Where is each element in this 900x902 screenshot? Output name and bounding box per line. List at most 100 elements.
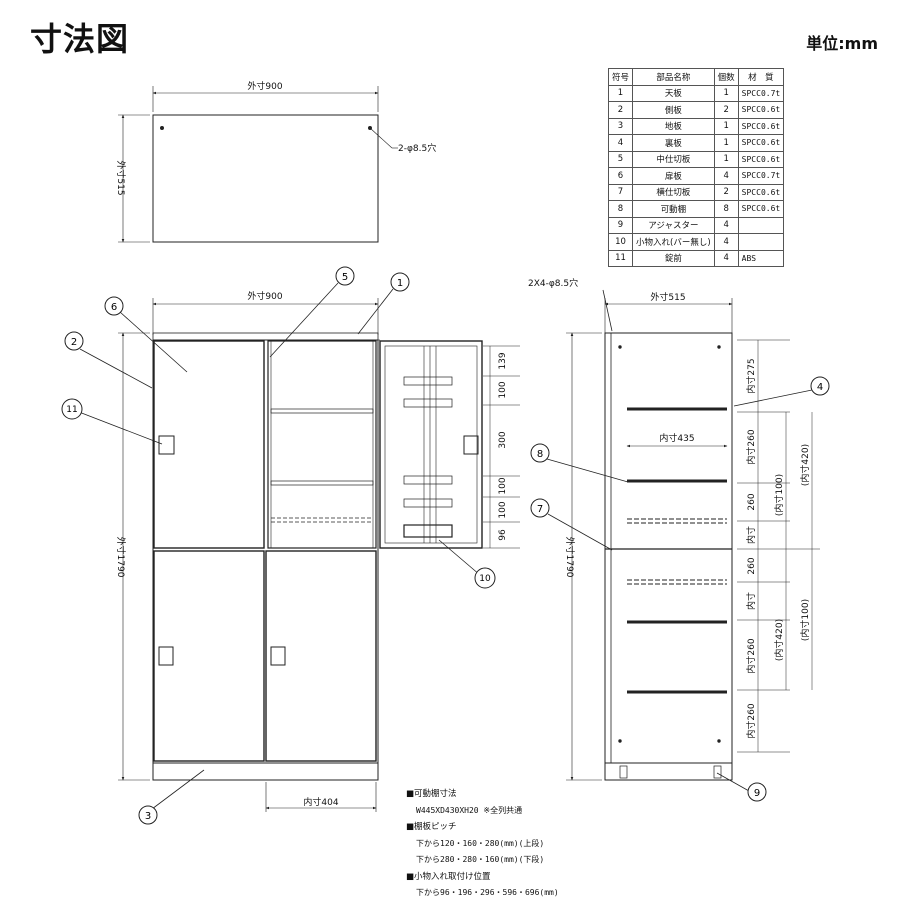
front-view bbox=[118, 298, 520, 812]
cell-name: 小物入れ(バー無し) bbox=[632, 233, 715, 251]
note-heading: ■可動棚寸法 bbox=[406, 789, 457, 799]
callout-8-label: 8 bbox=[537, 449, 543, 460]
side-dim-7: 内寸260 bbox=[745, 638, 757, 673]
callout-11-label: 11 bbox=[66, 405, 77, 415]
cell-qty: 1 bbox=[713, 84, 739, 102]
cell-no: 9 bbox=[607, 216, 634, 234]
callout-4: 4 bbox=[810, 376, 830, 396]
callout-leaders bbox=[78, 282, 813, 810]
cell-name: 横仕切板 bbox=[632, 183, 715, 201]
cell-no: 5 bbox=[607, 150, 634, 168]
note-body: 下から120・160・280(mm)(上段) bbox=[416, 838, 545, 848]
front-height-label: 外寸1790 bbox=[115, 537, 127, 578]
callout-markers: 1 2 3 4 5 6 7 8 9 10 11 bbox=[61, 266, 830, 825]
cell-qty: 1 bbox=[713, 117, 739, 135]
side-dim-6: 内寸 bbox=[745, 592, 757, 610]
cell-material: SPCC0.7t bbox=[737, 84, 785, 102]
cell-no: 4 bbox=[607, 134, 634, 152]
callout-10: 10 bbox=[474, 567, 496, 589]
cell-qty: 8 bbox=[713, 200, 739, 218]
cell-material bbox=[737, 233, 785, 251]
side-dim-4: 内寸 bbox=[745, 526, 757, 544]
door-dim-6: 96 bbox=[498, 529, 508, 541]
cell-no: 1 bbox=[607, 84, 634, 102]
header-material: 材 質 bbox=[737, 68, 785, 86]
note-heading: ■小物入れ取付け位置 bbox=[406, 871, 491, 882]
cell-name: 錠前 bbox=[632, 249, 715, 267]
front-width-label: 外寸900 bbox=[247, 290, 282, 302]
cell-material: SPCC0.6t bbox=[737, 200, 785, 218]
cell-name: 地板 bbox=[632, 117, 715, 135]
cell-name: 側板 bbox=[632, 101, 715, 119]
cell-no: 10 bbox=[607, 233, 634, 251]
cell-name: 可動棚 bbox=[632, 200, 715, 218]
cell-qty: 4 bbox=[713, 216, 739, 234]
cell-name: 扉板 bbox=[632, 167, 715, 185]
callout-8: 8 bbox=[530, 443, 550, 463]
top-hole-label: 2-φ8.5穴 bbox=[398, 142, 436, 154]
note-heading: ■棚板ピッチ bbox=[406, 822, 457, 832]
side-dim-2: 内寸260 bbox=[745, 429, 757, 464]
cell-material: SPCC0.6t bbox=[737, 134, 785, 152]
cell-material: SPCC0.6t bbox=[737, 117, 785, 135]
callout-1-label: 1 bbox=[397, 278, 403, 289]
note-body: 下から96・196・296・596・696(mm) bbox=[416, 888, 559, 897]
notes: ■可動棚寸法 W445XD430XH20 ※全列共通 ■棚板ピッチ 下から120… bbox=[406, 786, 559, 902]
door-dim-3: 300 bbox=[498, 431, 508, 448]
side-depth-label: 外寸515 bbox=[650, 291, 685, 303]
cell-material bbox=[737, 216, 785, 234]
front-inner-width-label: 内寸404 bbox=[303, 796, 338, 808]
side-hole-label: 2X4-φ8.5穴 bbox=[528, 277, 578, 289]
header-qty: 個数 bbox=[713, 68, 739, 86]
callout-4-label: 4 bbox=[817, 382, 823, 393]
cell-no: 6 bbox=[607, 167, 634, 185]
callout-6-label: 6 bbox=[111, 302, 117, 313]
cell-material: SPCC0.6t bbox=[737, 150, 785, 168]
cell-qty: 2 bbox=[713, 101, 739, 119]
callout-5-label: 5 bbox=[342, 272, 348, 283]
cell-qty: 1 bbox=[713, 150, 739, 168]
side-dim-3: 260 bbox=[747, 493, 757, 510]
cell-qty: 4 bbox=[713, 233, 739, 251]
door-dim-2: 100 bbox=[498, 381, 508, 398]
callout-2: 2 bbox=[64, 331, 84, 351]
note-body: W445XD430XH20 ※全列共通 bbox=[416, 805, 523, 815]
cell-no: 8 bbox=[607, 200, 634, 218]
cell-name: アジャスター bbox=[632, 216, 715, 234]
parts-table-header: 符号 部品名称 個数 材 質 bbox=[607, 68, 785, 86]
door-dim-1: 139 bbox=[498, 352, 508, 369]
callout-3: 3 bbox=[138, 805, 158, 825]
callout-11: 11 bbox=[61, 398, 83, 420]
top-width-label: 外寸900 bbox=[247, 80, 282, 92]
cell-name: 天板 bbox=[632, 84, 715, 102]
bracket-dim-1: (内寸100) bbox=[773, 474, 785, 516]
cell-no: 7 bbox=[607, 183, 634, 201]
door-dim-5: 100 bbox=[498, 501, 508, 518]
bracket-dim-3: (内寸420) bbox=[773, 619, 785, 661]
callout-9-label: 9 bbox=[754, 788, 760, 799]
callout-1: 1 bbox=[390, 272, 410, 292]
bracket-dim-2: (内寸420) bbox=[799, 444, 811, 486]
callout-9: 9 bbox=[747, 782, 767, 802]
cell-qty: 2 bbox=[713, 183, 739, 201]
cell-material: SPCC0.6t bbox=[737, 101, 785, 119]
header-no: 符号 bbox=[607, 68, 634, 86]
header-name: 部品名称 bbox=[632, 68, 715, 86]
cell-material: SPCC0.7t bbox=[737, 167, 785, 185]
unit-label: 単位:mm bbox=[806, 34, 878, 53]
page-title: 寸法図 bbox=[30, 20, 130, 58]
cell-qty: 4 bbox=[713, 167, 739, 185]
cell-no: 3 bbox=[607, 117, 634, 135]
callout-7-label: 7 bbox=[537, 504, 543, 515]
